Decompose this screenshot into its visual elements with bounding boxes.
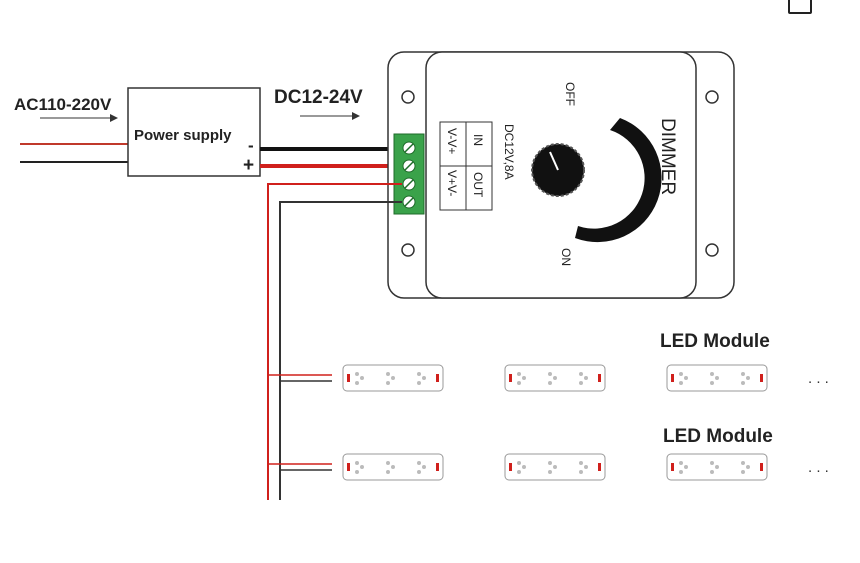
power-supply-plus: + xyxy=(243,155,254,176)
led-module xyxy=(504,364,606,392)
led-module-label-2: LED Module xyxy=(663,426,773,447)
dc-voltage-label: DC12-24V xyxy=(274,87,363,108)
mounting-hole-icon xyxy=(705,243,719,257)
led-module xyxy=(504,453,606,481)
led-module xyxy=(666,364,768,392)
power-supply-box xyxy=(127,87,261,177)
led-module-label-1: LED Module xyxy=(660,331,770,352)
led-module xyxy=(342,364,444,392)
dimmer-off-label: OFF xyxy=(563,82,577,106)
led-module xyxy=(666,453,768,481)
dimmer-on-label: ON xyxy=(559,248,573,266)
ac-arrow-head xyxy=(110,114,118,122)
power-supply-minus: - xyxy=(248,136,254,155)
mounting-hole-icon xyxy=(401,243,415,257)
output-negative-wire xyxy=(279,201,402,500)
led-row2-ellipsis: . . . xyxy=(808,459,829,476)
power-supply-label: Power supply xyxy=(134,127,232,144)
dimmer-arc xyxy=(575,118,662,243)
dimmer-rating: DC12V,8A xyxy=(502,124,516,180)
led-row1-ellipsis: . . . xyxy=(808,370,829,387)
terminal-pin-labels-in: V-V+ xyxy=(445,128,459,154)
mounting-hole-icon xyxy=(401,90,415,104)
dimmer-knob-pointer xyxy=(549,151,559,171)
window-control-icon[interactable] xyxy=(788,0,812,14)
mounting-hole-icon xyxy=(705,90,719,104)
terminal-pin-labels-out: V+V- xyxy=(445,170,459,196)
output-positive-wire xyxy=(267,183,402,500)
terminal-in-label: IN xyxy=(471,134,485,146)
terminal-out-label: OUT xyxy=(471,172,485,198)
dimmer-title: DIMMER xyxy=(657,118,678,195)
dc-arrow-head xyxy=(352,112,360,120)
ac-voltage-label: AC110-220V xyxy=(14,95,112,114)
led-module xyxy=(342,453,444,481)
screw-terminal-icon xyxy=(402,141,416,209)
